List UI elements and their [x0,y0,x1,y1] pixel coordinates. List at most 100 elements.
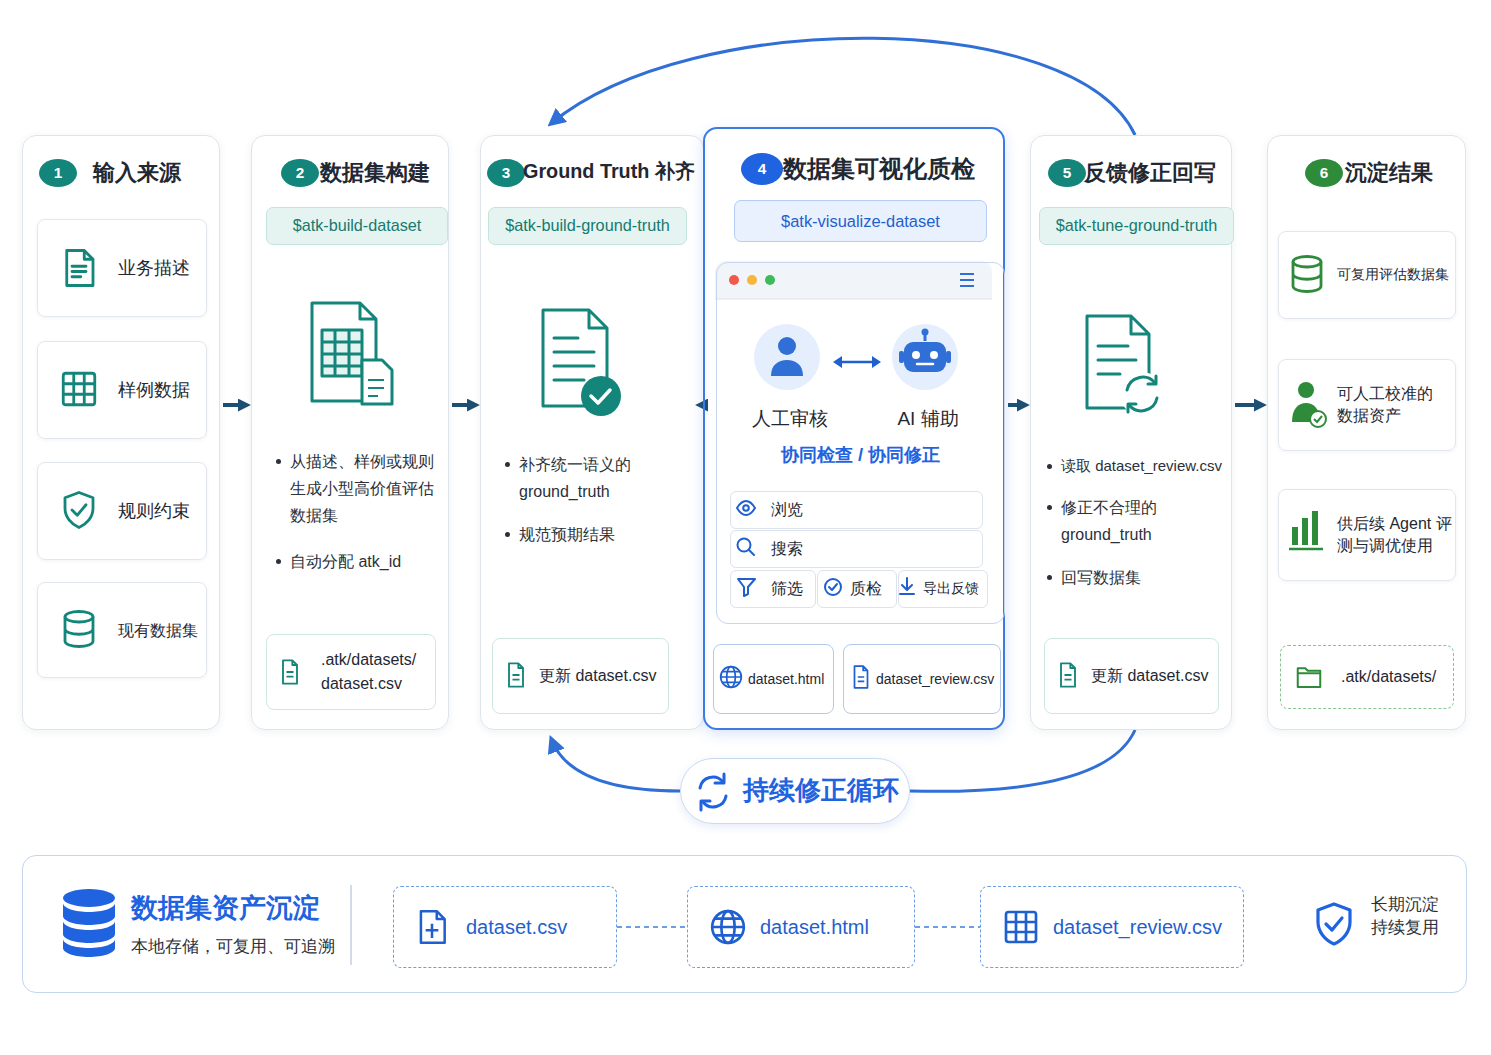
dashed-link [915,926,980,928]
refresh-doc-illustration [1087,316,1164,416]
output-file: .atk/datasets/ dataset.csv [266,634,436,710]
flow-arrow [452,403,476,407]
asset-file: dataset_review.csv [980,886,1244,968]
flow-arrow [1008,403,1026,407]
result-box: 可人工校准的 数据资产 [1278,359,1456,451]
output-file: dataset.html [713,644,834,714]
column-heading: 数据集构建 [320,158,430,188]
asset-band-text: 长期沉淀 持续复用 [1371,894,1445,940]
loop-arc [910,730,1135,791]
step-column: 反馈修正回写读取 dataset_review.csv修正不合理的 ground… [1030,135,1232,730]
output-file: dataset_review.csv [843,644,1001,714]
tool-row-text: 搜索 [771,538,803,560]
shield-icon [1318,904,1350,944]
dashed-link [617,926,687,928]
folder-icon [1298,668,1321,687]
result-icons [1289,257,1326,550]
file-icons [283,660,1320,688]
loop-arc [552,740,680,791]
loop-icon [700,774,726,810]
sheet-icon [421,911,445,943]
asset-file: dataset.csv [393,886,617,968]
tool-cell-text: 筛选 [771,578,803,600]
output-file-text: 更新 dataset.csv [1091,664,1208,688]
output-file-text: .atk/datasets/ dataset.csv [321,648,431,696]
column-heading: 数据集可视化质检 [783,153,975,185]
tool-cell: 质检 [817,570,897,608]
step-number-text: 2 [281,163,319,184]
asset-band-text: 本地存储，可复用、可追溯 [131,936,335,959]
command-pill-text: $atk-build-dataset [267,215,447,237]
asset-file-text: dataset_review.csv [1053,914,1222,941]
table-icon [63,373,95,405]
step-column: 输入来源 1 业务描述样例数据规则约束现有数据集 [22,135,220,730]
step-column-text: 修正不合理的 ground_truth [1061,494,1211,548]
tool-cell-text: 质检 [850,578,882,600]
file-icon [855,666,868,688]
step-column-text: 补齐统一语义的 ground_truth [519,451,674,505]
output-folder: .atk/datasets/ [1280,645,1454,709]
input-icons [63,251,95,647]
tool-icons [737,501,914,596]
step-column: 数据集构建从描述、样例或规则生成小型高价值评估数据集自动分配 atk_id 2 $a… [251,135,449,730]
step-column: 数据集可视化质检4 $atk-visualize-dataset 人工审核 AI 辅助… [703,127,1005,730]
step-column-text: 读取 dataset_review.csv [1061,453,1231,479]
step-column-text: 从描述、样例或规则生成小型高价值评估数据集 [290,448,440,530]
output-folder-text: .atk/datasets/ [1341,665,1436,689]
shield-icon [65,493,93,528]
result-box-text: 可复用评估数据集 [1337,265,1449,284]
reviewer-icons [754,324,958,390]
database-icon [65,612,93,647]
tool-cell-text: 导出反馈 [923,579,979,598]
ground-truth-illustration [543,310,621,416]
step-number: 4 [741,153,783,185]
column-heading: 沉淀结果 [1345,158,1433,188]
loop-arc [552,38,1135,135]
output-file: 更新 dataset.csv [492,638,669,714]
step-column-text: 自动分配 atk_id [290,548,440,575]
output-file-text: dataset_review.csv [876,670,994,689]
step-number-text: 5 [1048,163,1086,184]
step-number-text: 1 [39,163,77,184]
result-box-text: 供后续 Agent 评测与调优使用 [1337,513,1452,556]
input-box-text: 规则约束 [118,499,190,523]
command-pill: $atk-visualize-dataset [734,200,987,242]
column-heading: Ground Truth 补齐 [523,158,695,185]
step-number: 3 [487,159,525,187]
command-pill-text: $atk-visualize-dataset [735,210,986,232]
step-number-text: 4 [741,159,783,180]
step-column-text: 回写数据集 [1061,564,1211,591]
review-window-text: 协同检查 / 协同修正 [717,443,1004,468]
browser-window-chrome [715,261,992,299]
step-number-text: 3 [487,163,525,184]
step-number: 1 [39,159,77,187]
tool-row-text: 浏览 [771,499,803,521]
input-box: 现有数据集 [37,582,207,678]
table-icon [1006,912,1036,942]
input-box: 样例数据 [37,341,207,439]
input-box-text: 现有数据集 [118,619,198,641]
input-box-text: 业务描述 [118,256,190,280]
globe-icon [721,667,742,688]
tool-row: 浏览 [730,491,983,529]
database-icon [1293,257,1321,292]
file-icon [283,660,297,683]
tool-cell: 筛选 [730,570,816,608]
command-pill: $atk-tune-ground-truth [1039,207,1234,245]
input-box: 规则约束 [37,462,207,560]
command-pill-text: $atk-build-ground-truth [489,215,686,237]
globe-icon [712,911,744,943]
file-icon [1061,663,1075,686]
output-file-text: 更新 dataset.csv [539,664,656,688]
column-heading: 输入来源 [93,158,181,188]
step-column: Ground Truth 补齐补齐统一语义的 ground_truth 规范预期结… [480,135,704,730]
review-window-text: AI 辅助 [878,406,978,432]
review-window-text: 人工审核 [740,406,840,432]
step-column-text: 规范预期结果 [519,521,669,548]
tool-cell: 导出反馈 [898,570,988,608]
command-pill-text: $atk-tune-ground-truth [1040,215,1233,237]
tool-row: 搜索 [730,530,983,568]
step-column: 沉淀结果6可复用评估数据集可人工校准的 数据资产供后续 Agent 评测与调优使… [1267,135,1466,730]
input-box-text: 样例数据 [118,378,190,402]
result-box: 可复用评估数据集 [1278,231,1456,319]
